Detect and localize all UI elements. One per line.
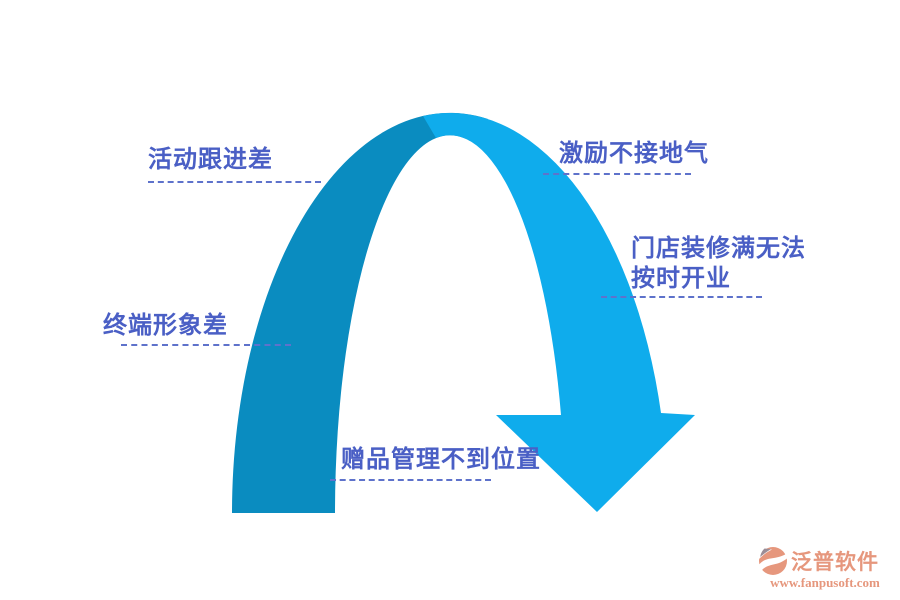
dash-underline-store-renovation: [601, 296, 762, 298]
label-store-renovation: 门店装修满无法 按时开业: [631, 234, 806, 294]
label-terminal-image: 终端形象差: [103, 313, 228, 339]
label-incentive: 激励不接地气: [559, 141, 709, 167]
brand-url: www.fanpusoft.com: [770, 575, 880, 590]
label-activity-follow-up: 活动跟进差: [148, 147, 273, 173]
label-store-renovation-line2: 按时开业: [631, 266, 731, 292]
label-gift-management: 赠品管理不到位置: [341, 447, 541, 473]
brand-name: 泛普软件: [791, 550, 879, 574]
dash-underline-gift-management: [330, 479, 491, 481]
label-store-renovation-line1: 门店装修满无法: [631, 236, 806, 262]
fanpu-logo-icon: [758, 547, 788, 575]
dash-underline-activity: [148, 181, 321, 183]
brand-watermark: 泛普软件 www.fanpusoft.com: [758, 546, 892, 591]
dash-underline-incentive: [543, 173, 691, 175]
arch-left-band: [231, 112, 488, 513]
arch-right-band-arrow: [423, 112, 695, 512]
dash-underline-terminal-image: [121, 344, 291, 346]
